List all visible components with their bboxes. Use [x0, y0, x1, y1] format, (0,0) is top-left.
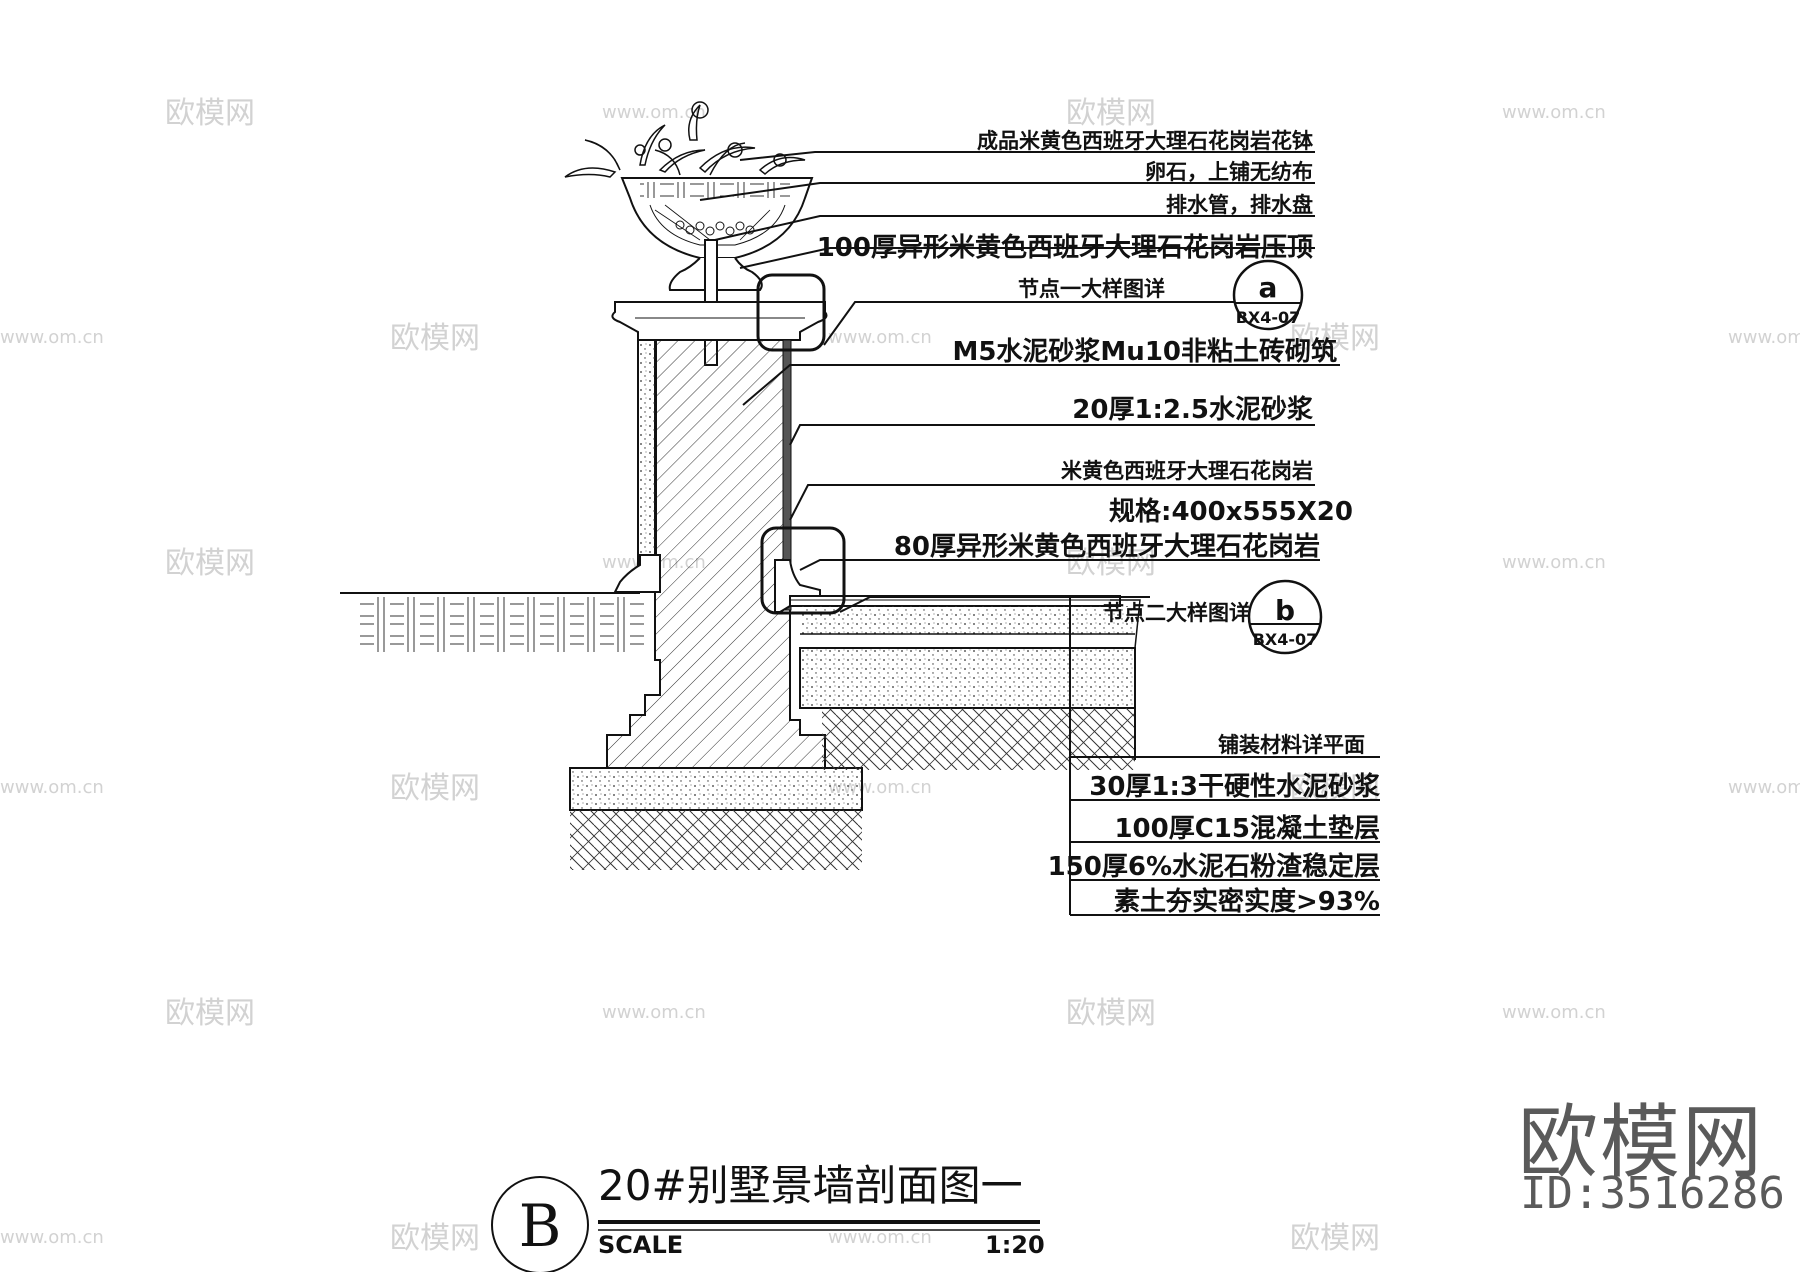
- watermark-url: www.om.cn: [1502, 102, 1606, 123]
- watermark-url: www.om.cn: [828, 1227, 932, 1248]
- callout-label: 100厚C15混凝土垫层: [1114, 814, 1380, 844]
- watermark-logo: 欧模网: [165, 96, 255, 131]
- leader-lines: [699, 151, 1380, 916]
- callout-label: 150厚6%水泥石粉渣稳定层: [1048, 851, 1380, 882]
- watermark-logo: 欧模网: [165, 546, 255, 581]
- detail-ref-sheet: BX4-07: [1253, 630, 1318, 649]
- watermark-logo: 欧模网: [1066, 996, 1156, 1031]
- watermark-logo: 欧模网: [1290, 321, 1380, 356]
- callout-label: 30厚1:3干硬性水泥砂浆: [1089, 771, 1381, 802]
- watermark-logo: 欧模网: [390, 321, 480, 356]
- callout-label: 卵石，上铺无纺布: [1145, 160, 1313, 184]
- scale-label: SCALE: [598, 1231, 683, 1259]
- node-2-mark: [760, 526, 846, 615]
- callout-label: 米黄色西班牙大理石花岗岩: [1061, 459, 1313, 483]
- watermark-url: www.om.cn: [0, 327, 104, 348]
- watermark-url: www.om.cn: [1728, 327, 1800, 348]
- watermark-url: www.om.cn: [0, 1227, 104, 1248]
- callout-label: 排水管，排水盘: [1166, 193, 1313, 217]
- callout-label: 素土夯实密实度>93%: [1114, 886, 1380, 917]
- watermark-url: www.om.cn: [828, 327, 932, 348]
- watermark-url: www.om.cn: [602, 1002, 706, 1023]
- watermark-url: www.om.cn: [1728, 777, 1800, 798]
- detail-ref-a: a BX4-07: [1232, 259, 1304, 331]
- callout-label: 100厚异形米黄色西班牙大理石花岗岩压顶: [817, 232, 1313, 263]
- watermark-url: www.om.cn: [602, 102, 706, 123]
- watermark-url: www.om.cn: [0, 777, 104, 798]
- flower-pot: [564, 101, 814, 366]
- brand-id: ID:3516286: [1520, 1168, 1785, 1219]
- wall-coping: [611, 301, 828, 341]
- title-block: B 20#别墅景墙剖面图一 SCALE 1:20: [491, 1161, 1045, 1272]
- title-symbol: B: [519, 1192, 562, 1260]
- ground-left: [340, 592, 645, 652]
- callout-label: 成品米黄色西班牙大理石花岗岩花钵: [977, 129, 1314, 153]
- detail-ref-letter: a: [1259, 271, 1278, 304]
- scale-value: 1:20: [985, 1231, 1045, 1259]
- watermark-logo: 欧模网: [390, 771, 480, 806]
- callout-label: 节点二大样图详: [1103, 601, 1250, 625]
- wall-body: [606, 339, 826, 769]
- callout-label: 20厚1:2.5水泥砂浆: [1072, 394, 1314, 425]
- detail-marks: [756, 273, 846, 615]
- callout-label: 规格:400x555X20: [1109, 496, 1353, 527]
- callout-label: 节点一大样图详: [1018, 277, 1165, 301]
- watermark-logo: 欧模网: [390, 1221, 480, 1256]
- title-symbol-circle: [491, 1176, 589, 1272]
- watermark-url: www.om.cn: [1502, 1002, 1606, 1023]
- detail-ref-letter: b: [1275, 594, 1295, 627]
- callout-labels: 成品米黄色西班牙大理石花岗岩花钵 卵石，上铺无纺布 排水管，排水盘 100厚异形…: [817, 129, 1381, 917]
- watermark-logo: 欧模网: [165, 996, 255, 1031]
- node-1-mark: [756, 273, 826, 352]
- brand-logo: 欧模网: [1518, 1096, 1764, 1189]
- watermark-logo: 欧模网: [1066, 546, 1156, 581]
- plant-icon: [564, 101, 806, 178]
- detail-ref-b: b BX4-07: [1247, 579, 1323, 655]
- drawing-title: 20#别墅景墙剖面图一: [598, 1161, 1023, 1210]
- callout-label: 80厚异形米黄色西班牙大理石花岗岩: [894, 531, 1320, 562]
- watermark-logo: 欧模网: [1066, 96, 1156, 131]
- pavement-layers: [789, 595, 1141, 770]
- detail-ref-sheet: BX4-07: [1236, 308, 1301, 327]
- callout-label: M5水泥砂浆Mu10非粘土砖砌筑: [952, 336, 1337, 367]
- callout-label: 铺装材料详平面: [1218, 733, 1365, 757]
- watermark-logo: 欧模网: [1290, 1221, 1380, 1256]
- footing: [569, 767, 863, 870]
- watermark-url: www.om.cn: [1502, 552, 1606, 573]
